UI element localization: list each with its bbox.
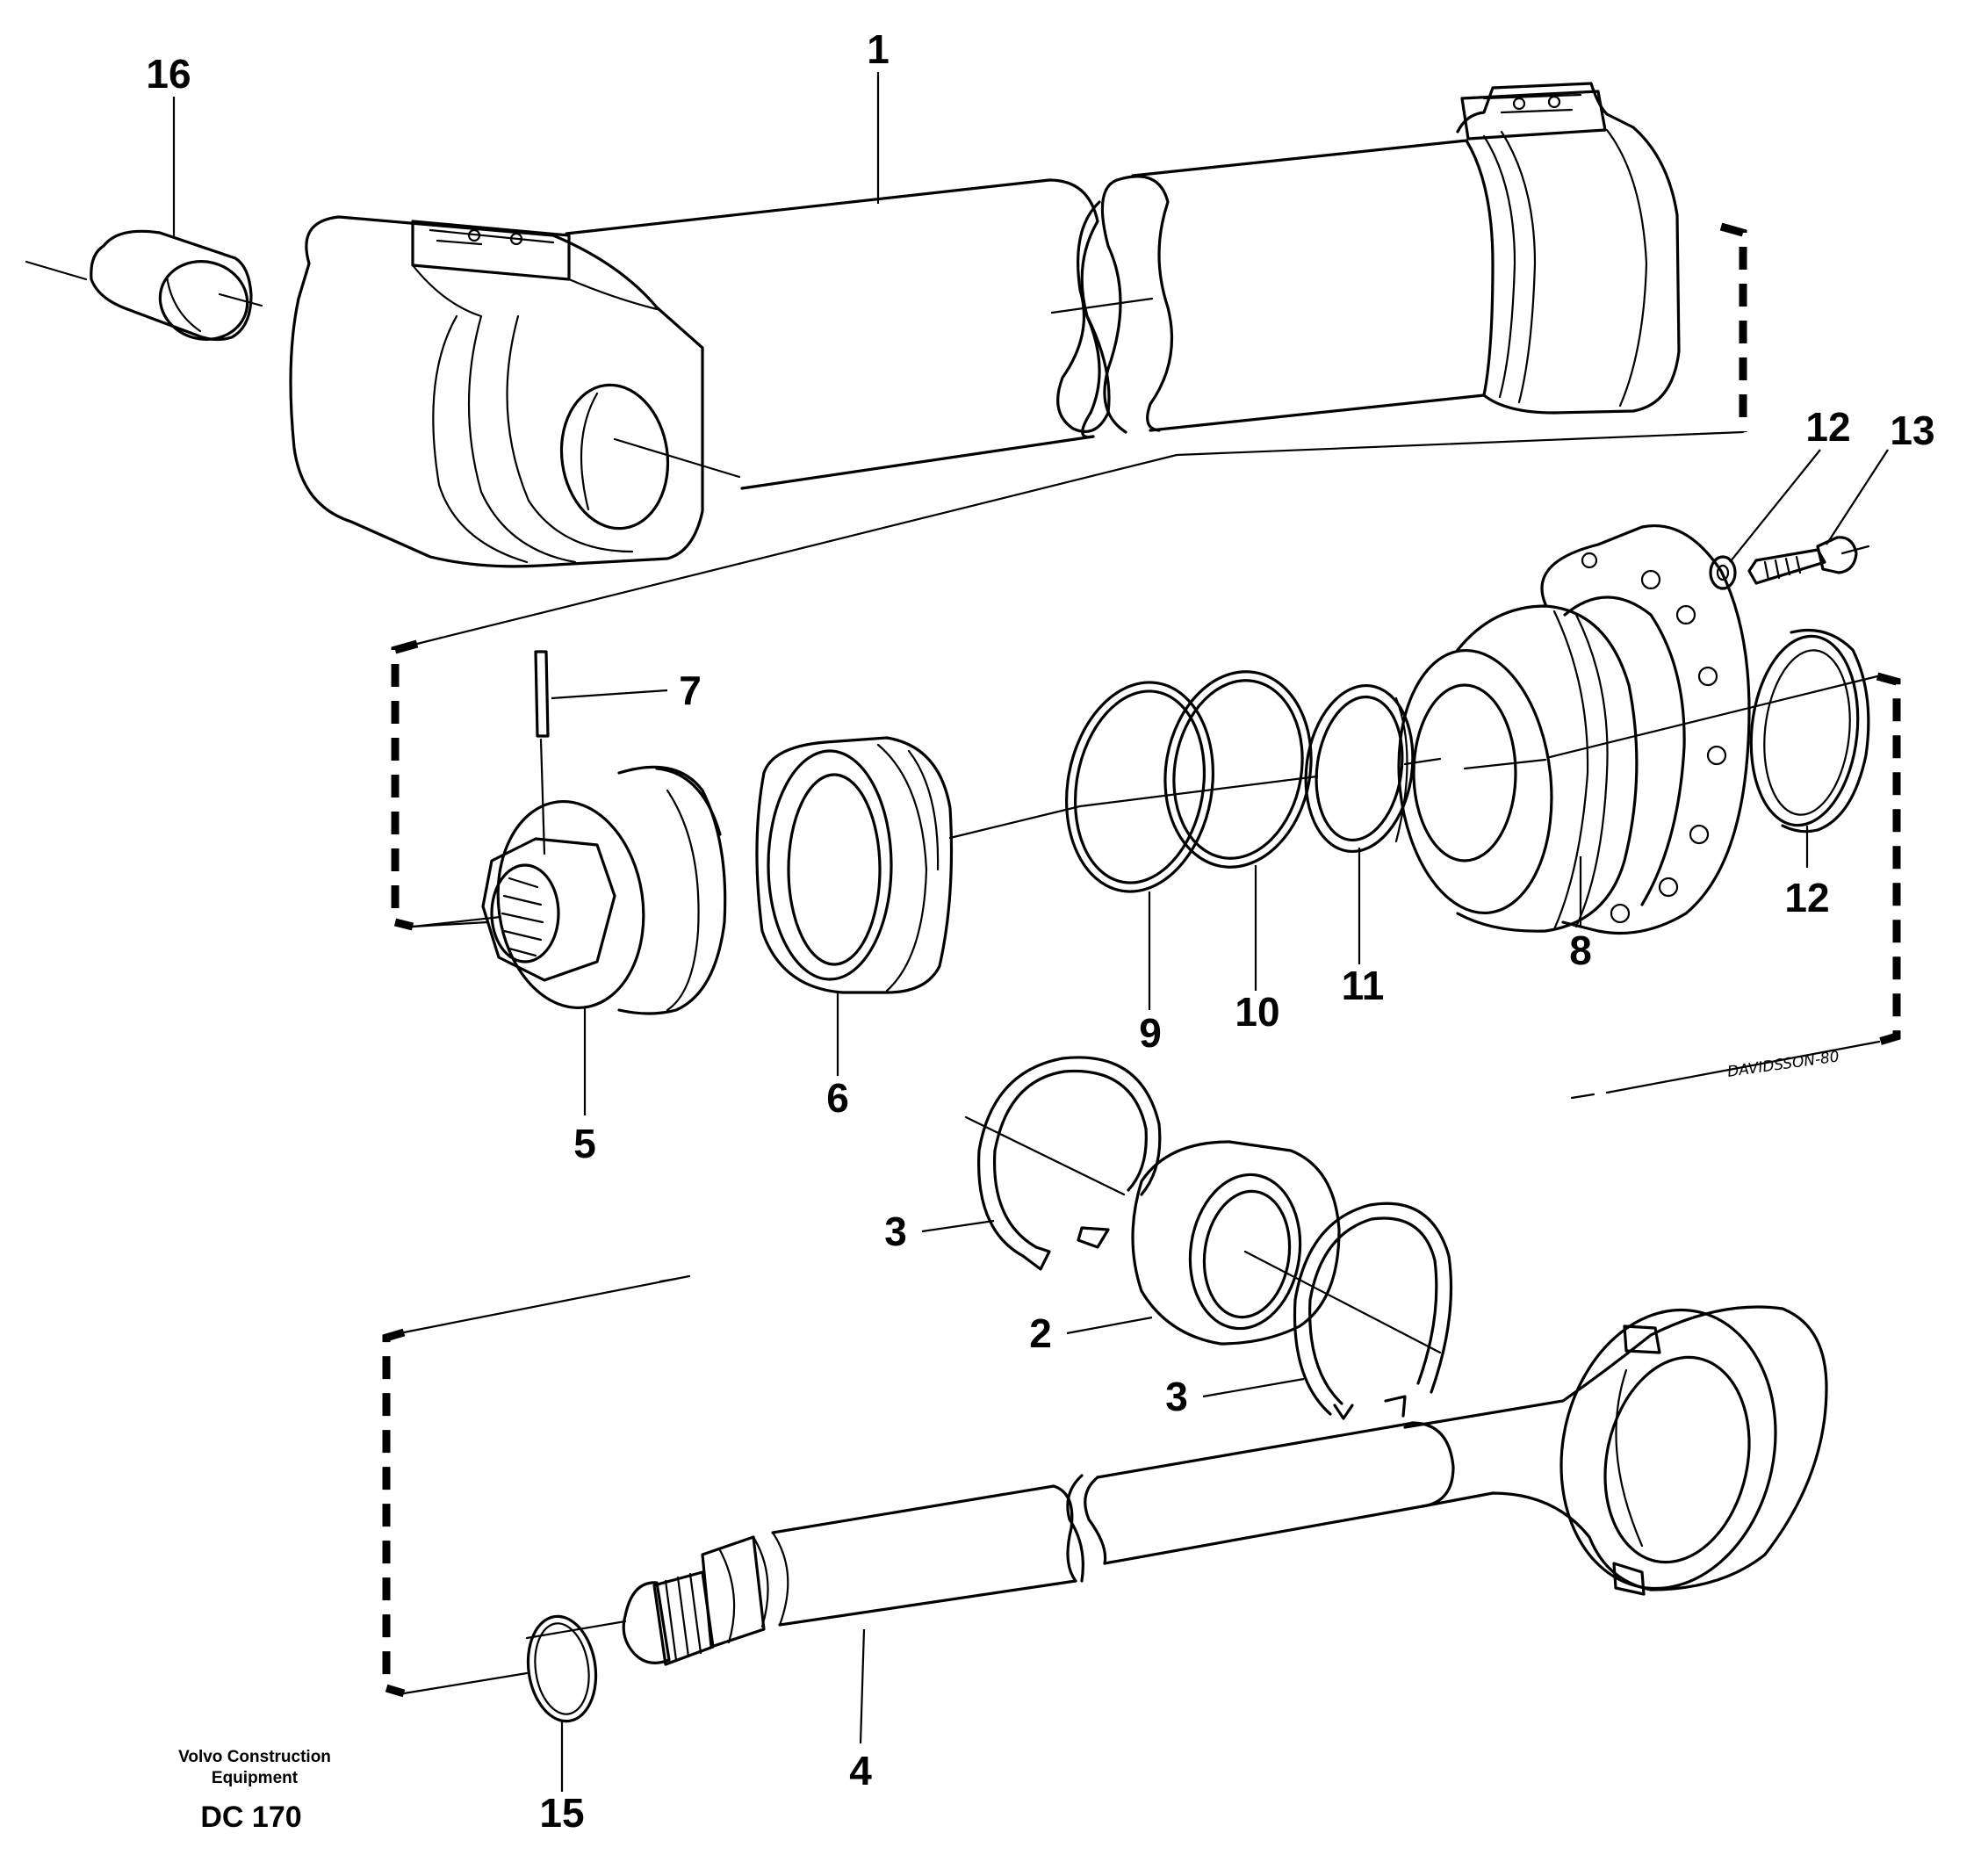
- part-3-circlip-upper: [976, 1056, 1162, 1271]
- callout-2: 2: [1029, 1310, 1052, 1356]
- callout-4: 4: [849, 1748, 872, 1793]
- part-10-ring: [1163, 670, 1313, 869]
- part-1-cylinder-tube: [289, 82, 1681, 568]
- part-12-seal-ring: [1548, 628, 1879, 834]
- artist-signature: DAVIDSSON-80: [1726, 1048, 1840, 1081]
- callout-14: 13: [1890, 408, 1934, 453]
- part-3-circlip-lower: [1243, 1202, 1453, 1420]
- part-15-o-ring: [526, 1614, 598, 1723]
- leader-lines: [172, 72, 1889, 1792]
- part-13-washer: [1709, 555, 1737, 590]
- part-14-screw: [1747, 536, 1870, 585]
- callout-7: 7: [679, 668, 702, 713]
- callout-13: 12: [1805, 404, 1850, 450]
- part-8-cylinder-head: [1397, 524, 1751, 935]
- part-9-ring: [1065, 681, 1214, 893]
- callout-8: 8: [1569, 927, 1592, 973]
- callout-5: 5: [573, 1121, 596, 1166]
- part-5-piston-guide: [411, 765, 727, 1015]
- part-6-piston: [755, 736, 1082, 994]
- callout-3-upper: 3: [884, 1209, 907, 1254]
- part-2-bearing: [964, 1115, 1341, 1346]
- callout-10: 10: [1235, 989, 1279, 1035]
- callout-1: 1: [867, 26, 890, 72]
- footer: Volvo Construction Equipment DC 170: [178, 1748, 331, 1834]
- callout-12: 12: [1784, 875, 1829, 920]
- company-name-line2: Equipment: [212, 1769, 299, 1787]
- callout-15: 15: [539, 1790, 584, 1836]
- part-11-seal: [1304, 683, 1415, 854]
- callout-3-lower: 3: [1165, 1374, 1188, 1419]
- company-name-line1: Volvo Construction: [178, 1748, 331, 1766]
- part-7-pin: [534, 650, 550, 855]
- drawing-code: DC 170: [200, 1801, 301, 1834]
- callout-6: 6: [826, 1075, 849, 1121]
- callout-11: 11: [1342, 963, 1385, 1008]
- part-16-bushing: [25, 229, 263, 342]
- callout-9: 9: [1139, 1010, 1162, 1056]
- part-4-piston-rod: [525, 1305, 1828, 1666]
- assembly-brackets: [382, 222, 1901, 1698]
- callout-labels: 16 1 12 13 7 5 6 9 10 11 8 12 3 2 3 4 15: [146, 26, 1934, 1836]
- callout-16: 16: [146, 51, 191, 97]
